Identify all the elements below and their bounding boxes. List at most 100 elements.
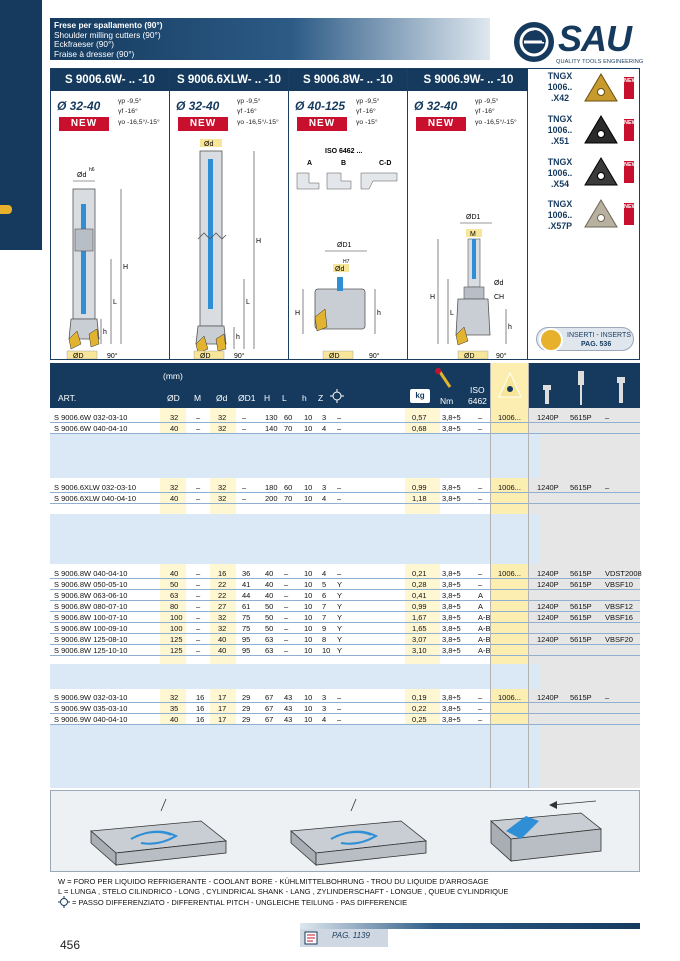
header-title-it: Frese per spallamento (90°) [54,20,163,30]
tool-drawing-9w: ØD1 M Ød CH H L h ØD 90° [430,214,512,359]
table-cell: 40 [265,591,274,600]
table-cell: – [478,413,483,422]
group-spacer [50,724,540,788]
table-cell: A [478,602,484,611]
table-cell: 16 [218,569,227,578]
svg-text:L: L [450,310,454,317]
articles-table: (mm) ART. ØD M Ød ØD1 H L h Z kg Nm ISO … [50,363,642,788]
table-cell: 29 [242,715,251,724]
svg-text:Ød: Ød [494,280,503,287]
table-cell: 40 [170,569,179,578]
table-cell: – [284,646,289,655]
rake-angles: γp -9,5° γf -16° γo -16,5°/-15° [475,97,517,128]
article-code: S 9006.6XLW 032-03-10 [54,483,136,492]
svg-text:h: h [103,329,107,336]
table-cell: – [337,494,342,503]
table-cell: 1240P [537,580,559,589]
table-cell: 3,8÷5 [442,704,461,713]
inserts-page-reference[interactable]: INSERTI - INSERTS PAG. 536 [536,327,634,352]
table-cell: 10 [304,483,313,492]
table-cell: 32 [218,613,227,622]
table-cell: VBSF12 [605,602,633,611]
new-badge: NEW [624,161,637,183]
table-cell: 60 [284,483,293,492]
table-cell: – [284,580,289,589]
table-cell: 9 [322,624,327,633]
table-cell: – [196,569,201,578]
table-cell: – [284,635,289,644]
diameter-range: Ø 32-40 [414,99,458,113]
new-badge: NEW [416,117,466,131]
table-cell: A [478,591,484,600]
svg-text:ØD: ØD [73,353,84,359]
angle-go: γo -15° [356,118,378,126]
diameter-range: Ø 32-40 [176,99,220,113]
article-code: S 9006.8W 050-05-10 [54,580,128,589]
angle-gp: γp -9,5° [118,98,142,105]
rake-angles: γp -9,5° γf -16° γo -16,5°/-15° [237,97,279,128]
table-cell: 63 [265,635,274,644]
footer-reference-box[interactable] [300,929,388,947]
table-cell: 75 [242,624,251,633]
article-code: S 9006.9W 032-03-10 [54,693,128,702]
svg-text:90°: 90° [496,352,507,359]
table-cell: 70 [284,494,293,503]
table-cell: 4 [322,494,327,503]
table-cell: 16 [196,704,205,713]
table-cell: – [478,715,483,724]
svg-text:90°: 90° [234,352,245,359]
table-cell: A-B [478,646,491,655]
svg-text:ØD: ØD [329,353,340,359]
svg-text:90°: 90° [107,352,118,359]
table-cell: Y [337,613,343,622]
diameter-range: Ø 40-125 [295,99,346,113]
side-marker [0,205,12,214]
table-cell: 10 [304,424,313,433]
table-cell: 17 [218,704,227,713]
table-cell: – [337,693,342,702]
table-cell: 5 [322,580,327,589]
table-cell: 63 [265,646,274,655]
table-cell: 0,68 [412,424,427,433]
table-cell: – [242,413,247,422]
shoulder-milling-drawing [490,800,603,862]
article-code: S 9006.9W 035-03-10 [54,704,128,713]
new-badge: NEW [59,117,109,131]
angle-gp: γp -9,5° [475,98,499,105]
table-cell: – [196,413,201,422]
table-cell: Y [337,580,343,589]
table-cell: 40 [265,580,274,589]
table-cell: – [284,624,289,633]
table-cell: 1240P [537,602,559,611]
new-badge: NEW [624,119,637,141]
table-header [50,363,640,408]
rake-angles: γp -9,5° γf -16° γo -16,5°/-15° [118,97,160,128]
rake-angles: γp -9,5° γf -16° γo -15° [356,97,380,128]
table-cell: 10 [304,624,313,633]
table-cell: 17 [218,715,227,724]
footer-page-ref[interactable]: PAG. 1139 [332,931,370,940]
table-cell: – [337,569,342,578]
table-cell: 16 [196,715,205,724]
catalog-page-icon [304,931,318,945]
table-cell: Y [337,635,343,644]
th-dd: Ød [216,393,228,403]
table-cell: 5615P [570,613,592,622]
angle-gp: γp -9,5° [356,98,380,105]
svg-text:L: L [246,299,250,306]
table-cell: 0,41 [412,591,427,600]
table-cell: – [196,591,201,600]
table-cell: 1006... [498,693,521,702]
th-h: H [264,393,271,403]
table-cell: – [284,591,289,600]
insert-x42-icon [584,73,618,102]
table-cell: A-B [478,635,491,644]
new-badge: NEW [624,77,637,99]
table-cell: 29 [242,704,251,713]
th-m: M [194,393,202,403]
table-cell: – [337,715,342,724]
article-code: S 9006.8W 080-07-10 [54,602,128,611]
article-code: S 9006.8W 063-06-10 [54,591,128,600]
new-badge: NEW [624,203,637,225]
